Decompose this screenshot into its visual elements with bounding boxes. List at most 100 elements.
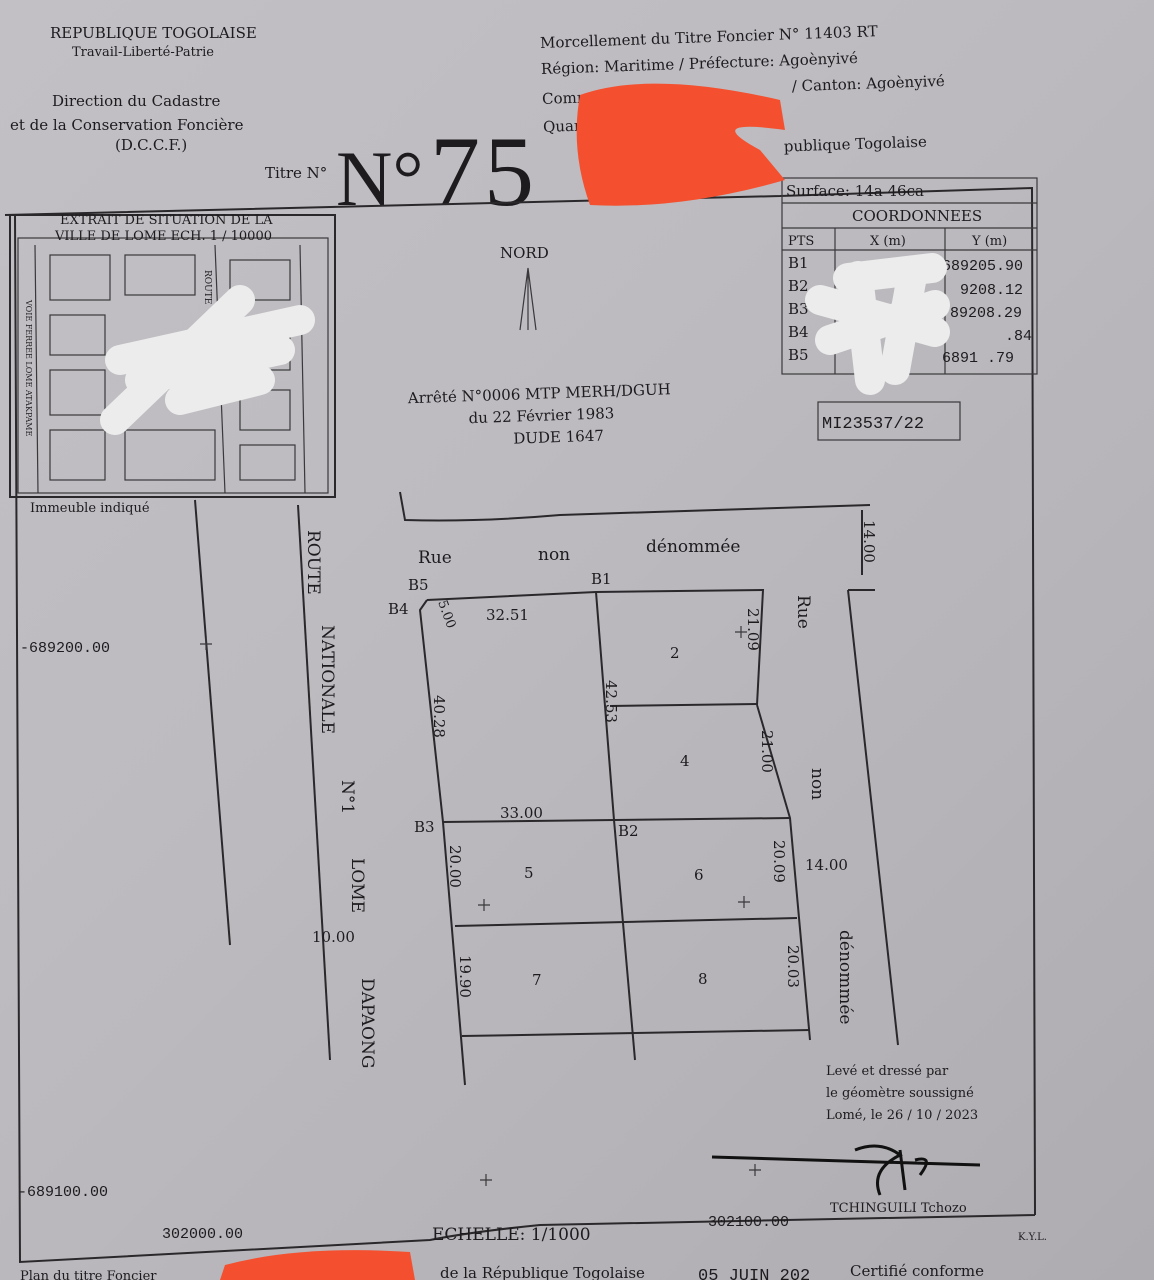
dim-lot2-right: 21.09: [744, 608, 762, 651]
parcel-outline: [418, 588, 811, 1086]
row-y: 9208.12: [960, 282, 1023, 299]
row-pt: B3: [788, 300, 809, 318]
inset-railway-label: VOIE FERREE LOME ATAKPAME: [24, 299, 33, 436]
route-word-2: NATIONALE: [317, 625, 337, 734]
point-b2: B2: [618, 822, 639, 840]
surveyor-name: TCHINGUILI Tchozo: [830, 1201, 967, 1216]
reference-box: [817, 401, 961, 441]
republic-label: REPUBLIQUE TOGOLAISE: [50, 24, 257, 42]
decree-line-3: DUDE 1647: [513, 426, 604, 447]
north-arrow-icon: [519, 267, 537, 331]
row-pt: B5: [788, 346, 809, 364]
dim-street-top-width: 14.00: [860, 520, 878, 563]
street-lines: [194, 491, 899, 1061]
grid-y-689100: -689100.00: [18, 1184, 108, 1201]
grid-x-302000: 302000.00: [162, 1226, 243, 1243]
grid-y-689200: -689200.00: [20, 640, 110, 657]
redaction-red-header: [576, 83, 785, 206]
stamp-number: 75: [430, 116, 538, 227]
dim-route-width: 10.00: [312, 928, 355, 946]
lot-2: 2: [670, 644, 680, 662]
row-pt: B4: [788, 323, 809, 341]
lot-6: 6: [694, 866, 704, 884]
row-y: .84: [1005, 328, 1032, 345]
location-inset-map: EXTRAIT DE SITUATION DE LA VILLE DE LOME…: [9, 213, 336, 516]
header-left: REPUBLIQUE TOGOLAISE Travail-Liberté-Pat…: [10, 24, 538, 227]
coordinates-row: B4 .84: [788, 323, 1032, 345]
footer-left: Plan du titre Foncier: [20, 1269, 157, 1280]
point-b3: B3: [414, 818, 435, 836]
surveyor-block: Levé et dressé par le géomètre soussigné…: [711, 1064, 1047, 1243]
surveyor-initials: K.Y.L.: [1018, 1232, 1047, 1243]
decree-line-2: du 22 Février 1983: [468, 404, 614, 427]
lot-4: 4: [680, 752, 690, 770]
dim-b3-b2: 33.00: [500, 804, 543, 822]
grid-x-302100: 302100.00: [708, 1214, 789, 1231]
plan-labels: Rue non dénommée Rue non dénommée ROUTE …: [18, 520, 878, 1245]
scale-label: ECHELLE: 1/1000: [432, 1225, 591, 1245]
redaction-red-footer: [220, 1250, 415, 1280]
header-right-line-1: Morcellement du Titre Foncier N° 11403 R…: [540, 22, 878, 52]
col-header-pts: PTS: [788, 234, 814, 249]
lot-8: 8: [698, 970, 708, 988]
coordinates-row: B5 6891 .79: [788, 346, 1014, 367]
coordinates-title: COORDONNEES: [852, 207, 982, 225]
row-pt: B2: [788, 277, 809, 295]
dim-b5-b1: 32.51: [486, 606, 529, 624]
footer: Plan du titre Foncier de la République T…: [20, 1262, 984, 1280]
street-top-word-2: non: [538, 545, 570, 565]
inset-title-1: EXTRAIT DE SITUATION DE LA: [60, 213, 273, 228]
lot-7: 7: [532, 971, 542, 989]
surveyor-line-2: le géomètre soussigné: [826, 1086, 974, 1101]
surveyor-line-1: Levé et dressé par: [826, 1064, 949, 1079]
street-top-word-3: dénommée: [646, 537, 741, 557]
dim-b4-b5: 5.00: [434, 598, 458, 630]
point-b5: B5: [408, 576, 429, 594]
street-right-word-2: non: [807, 768, 827, 800]
route-word-4: LOME: [347, 858, 367, 913]
coordinates-row: B3 89208.29: [788, 300, 1022, 322]
header-right-line-6: publique Togolaise: [784, 133, 928, 156]
dim-b4-b3: 40.28: [430, 695, 448, 738]
titre-label: Titre N°: [265, 164, 327, 182]
direction-line-2: et de la Conservation Foncière: [10, 116, 244, 134]
street-right-word-3: dénommée: [835, 930, 855, 1025]
header-right-line-3: / Canton: Agoènyivé: [791, 72, 945, 95]
point-b1: B1: [591, 570, 612, 588]
header-right-line-2: Région: Maritime / Préfecture: Agoènyivé: [541, 49, 859, 78]
col-header-x: X (m): [870, 234, 906, 249]
dim-lot4-right: 21.00: [758, 730, 776, 773]
street-top-word-1: Rue: [418, 548, 452, 568]
row-y: 89208.29: [950, 305, 1022, 322]
redaction-white-inset: [100, 285, 315, 435]
inset-route-label: ROUTE: [202, 270, 212, 304]
direction-acronym: (D.C.C.F.): [115, 136, 187, 154]
direction-line-1: Direction du Cadastre: [52, 92, 220, 110]
surface-value: Surface: 14a 46ca: [786, 182, 924, 200]
header-right-line-5: Quart: [543, 116, 588, 136]
signature: [711, 1144, 981, 1196]
dim-lot7-left: 19.90: [456, 955, 474, 998]
route-word-1: ROUTE: [303, 530, 323, 595]
row-pt: B1: [788, 254, 809, 272]
north-label: NORD: [500, 244, 549, 262]
street-right-word-1: Rue: [793, 595, 813, 629]
dim-lot6-right: 20.09: [770, 840, 788, 883]
footer-middle: de la République Togolaise: [440, 1264, 645, 1280]
coordinates-box: Surface: 14a 46ca COORDONNEES PTS X (m) …: [781, 177, 1038, 441]
footer-date-stamp: 05 JUIN 202: [698, 1267, 810, 1280]
surveyor-date: Lomé, le 26 / 10 / 2023: [826, 1108, 978, 1123]
redaction-white-coordinates: [805, 253, 950, 395]
decree-block: Arrêté N°0006 MTP MERH/DGUH du 22 Févrie…: [407, 380, 671, 448]
inset-caption: Immeuble indiqué: [30, 501, 150, 516]
route-word-3: N°1: [337, 780, 357, 814]
reference-number: MI23537/22: [822, 415, 924, 434]
row-y: 6891 .79: [942, 350, 1014, 367]
footer-certified: Certifié conforme: [850, 1262, 984, 1280]
dim-street-right-width: 14.00: [805, 856, 848, 874]
row-y: 689205.90: [942, 258, 1023, 275]
inset-title-2: VILLE DE LOME ECH. 1 / 10000: [54, 229, 272, 244]
lot-5: 5: [524, 864, 534, 882]
